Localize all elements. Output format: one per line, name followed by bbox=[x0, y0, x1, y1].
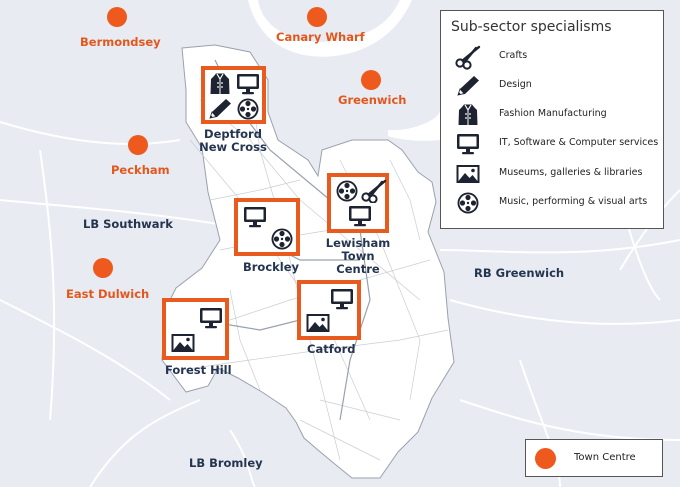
legend-item-fashion: Fashion Manufacturing bbox=[451, 102, 661, 130]
pencil-icon bbox=[207, 97, 233, 121]
town-centre-label: Peckham bbox=[111, 163, 170, 177]
borough-label: LB Southwark bbox=[83, 217, 173, 231]
town-centre-label: East Dulwich bbox=[66, 287, 150, 301]
picture-icon bbox=[170, 331, 196, 355]
monitor-icon bbox=[347, 204, 373, 228]
hub-label: Forest Hill bbox=[165, 363, 232, 377]
town-centre-marker[interactable] bbox=[361, 70, 381, 90]
town-centre-legend-label: Town Centre bbox=[574, 452, 636, 463]
scissors-icon bbox=[455, 44, 481, 70]
legend-item-design: Design bbox=[451, 73, 661, 101]
legend-item-label: Music, performing & visual arts bbox=[499, 196, 648, 207]
sub-sector-legend: Sub-sector specialisms Crafts Design Fas… bbox=[440, 10, 664, 229]
legend-item-label: Crafts bbox=[499, 50, 528, 61]
legend-item-museums: Museums, galleries & libraries bbox=[451, 161, 661, 189]
film-reel-icon bbox=[334, 179, 360, 203]
town-centre-marker[interactable] bbox=[93, 258, 113, 278]
pencil-icon bbox=[455, 73, 481, 99]
monitor-icon bbox=[198, 306, 224, 330]
hub-label: Brockley bbox=[243, 260, 300, 274]
hub-lewisham-town-centre[interactable] bbox=[327, 173, 389, 233]
scissors-icon bbox=[361, 179, 387, 203]
town-centre-legend: Town Centre bbox=[525, 439, 663, 477]
monitor-icon bbox=[235, 72, 261, 96]
picture-icon bbox=[455, 161, 481, 187]
hub-label: Catford bbox=[307, 342, 356, 356]
legend-item-label: Design bbox=[499, 79, 532, 90]
borough-label: LB Bromley bbox=[189, 456, 263, 470]
legend-item-label: Fashion Manufacturing bbox=[499, 108, 607, 119]
coat-icon bbox=[455, 102, 481, 128]
monitor-icon bbox=[242, 205, 268, 229]
coat-icon bbox=[207, 72, 233, 96]
film-reel-icon bbox=[269, 227, 295, 251]
legend-item-it: IT, Software & Computer services bbox=[451, 131, 661, 159]
street-grid bbox=[179, 79, 449, 461]
hub-forest-hill[interactable] bbox=[162, 298, 229, 360]
legend-item-music: Music, performing & visual arts bbox=[451, 190, 661, 218]
film-reel-icon bbox=[455, 190, 481, 216]
town-centre-label: Canary Wharf bbox=[276, 30, 365, 44]
town-centre-label: Greenwich bbox=[338, 93, 407, 107]
hub-catford[interactable] bbox=[297, 280, 361, 340]
borough-label: RB Greenwich bbox=[474, 266, 565, 280]
monitor-icon bbox=[329, 287, 355, 311]
town-centre-label: Bermondsey bbox=[80, 35, 161, 49]
thames-river bbox=[248, 0, 412, 57]
hub-label: Lewisham Town Centre bbox=[325, 236, 391, 276]
hub-label: Deptford New Cross bbox=[199, 127, 267, 154]
legend-item-label: Museums, galleries & libraries bbox=[499, 167, 643, 178]
town-centre-dot-icon bbox=[535, 448, 556, 469]
thames-river-east bbox=[388, 110, 440, 141]
hub-deptford-new-cross[interactable] bbox=[201, 66, 266, 124]
picture-icon bbox=[305, 311, 331, 335]
town-centre-marker[interactable] bbox=[128, 135, 148, 155]
borough-outline bbox=[161, 44, 455, 479]
town-centre-marker[interactable] bbox=[107, 7, 127, 27]
hub-brockley[interactable] bbox=[234, 198, 300, 256]
town-centre-marker[interactable] bbox=[307, 7, 327, 27]
legend-item-label: IT, Software & Computer services bbox=[499, 137, 659, 148]
film-reel-icon bbox=[235, 97, 261, 121]
monitor-icon bbox=[455, 131, 481, 157]
legend-title: Sub-sector specialisms bbox=[451, 19, 612, 35]
legend-item-crafts: Crafts bbox=[451, 44, 661, 72]
